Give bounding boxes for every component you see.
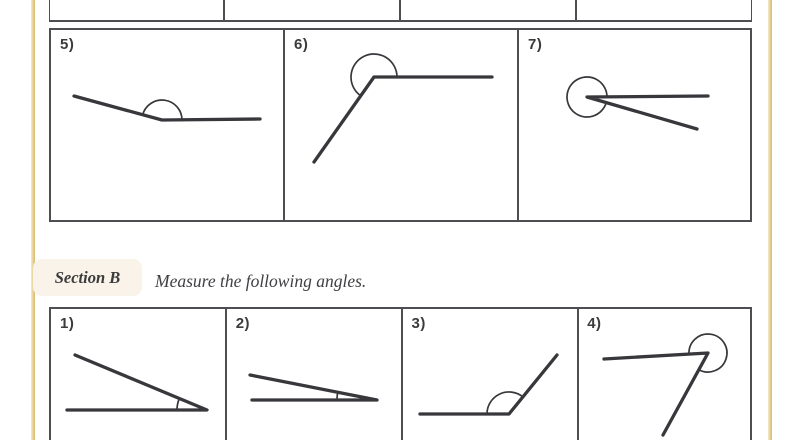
cell-4: 4) (578, 309, 752, 440)
angle-figure (566, 76, 710, 131)
angle-figure (417, 353, 559, 416)
angle-arc (335, 392, 339, 401)
cell-label-6: 6) (294, 36, 309, 53)
angle-rays (602, 351, 710, 437)
column-divider (517, 30, 519, 220)
angle-rays (65, 353, 209, 412)
angle-rays (72, 94, 262, 122)
cell-6: 6) (285, 30, 517, 220)
cell-label-3: 3) (411, 315, 426, 332)
column-divider (283, 30, 285, 220)
cell-5: 5) (51, 30, 283, 220)
column-divider (399, 0, 401, 20)
cell-7: 7) (519, 30, 750, 220)
angle-figure (312, 53, 494, 164)
section-b-row1-table: 1) 2) 3) 4) (49, 307, 752, 440)
page-frame-right-border (768, 0, 772, 440)
angle-arc (141, 99, 183, 121)
cell-label-1: 1) (60, 315, 75, 332)
angle-arc (350, 53, 398, 97)
cell-label-4: 4) (587, 315, 602, 332)
angle-figure (602, 333, 729, 437)
section-b-instruction: Measure the following angles. (155, 271, 367, 291)
column-divider (401, 309, 403, 440)
angle-rays (312, 75, 494, 164)
angle-arc (566, 76, 608, 118)
angle-rays (417, 353, 559, 416)
angle-figure (72, 94, 262, 122)
angle-arc (176, 398, 181, 411)
cell-3: 3) (403, 309, 577, 440)
angle-arc (688, 333, 729, 373)
angle-arc (485, 391, 523, 415)
cell-2: 2) (227, 309, 401, 440)
cell-1: 1) (51, 309, 225, 440)
angle-rays (248, 373, 379, 402)
cell-label-7: 7) (528, 36, 543, 53)
cell-label-2: 2) (235, 315, 251, 332)
angle-figure (65, 353, 209, 412)
cell-label-5: 5) (60, 36, 75, 53)
section-b-badge: Section B (33, 259, 142, 296)
section-a-row1-table-partial (49, 0, 752, 22)
angle-rays (585, 94, 710, 131)
section-b-badge-label: Section B (54, 267, 121, 287)
column-divider (223, 0, 225, 20)
column-divider (577, 309, 579, 440)
angle-figure (248, 373, 379, 402)
section-a-row2-table: 5) 6) 7) (49, 28, 752, 222)
column-divider (225, 309, 227, 440)
column-divider (575, 0, 577, 20)
page-frame-left-border (31, 0, 35, 440)
